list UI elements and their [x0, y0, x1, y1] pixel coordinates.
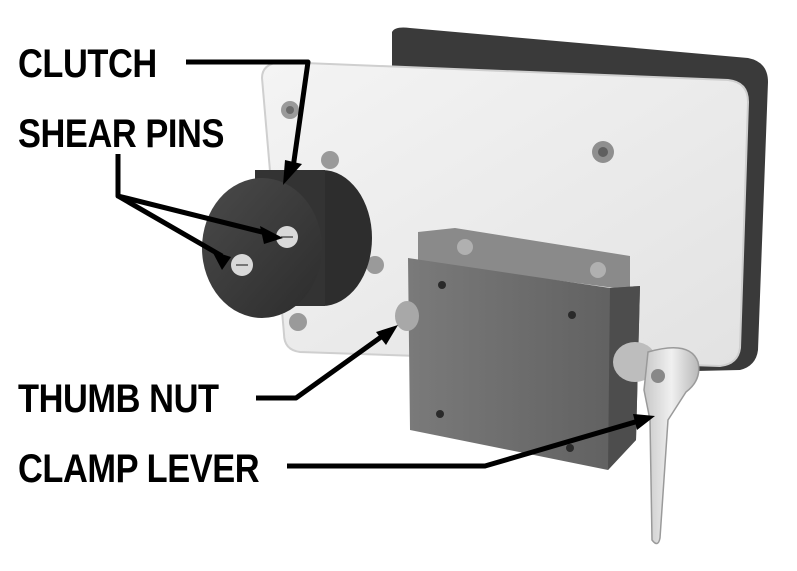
- thumb-nut-label: THUMB NUT: [18, 377, 219, 421]
- screw-icon: [289, 313, 307, 331]
- arrowhead-icon: [212, 251, 231, 270]
- clutch-label: CLUTCH: [18, 42, 157, 86]
- screw-icon: [590, 262, 606, 278]
- clamp-lever-label: CLAMP LEVER: [18, 447, 260, 491]
- arrowhead-icon: [376, 325, 398, 345]
- arrowhead-icon: [633, 414, 655, 430]
- thumb-nut-icon: [395, 301, 419, 331]
- shear-pins-label: SHEAR PINS: [18, 112, 224, 156]
- clutch-leader-line: [186, 59, 311, 169]
- arrowhead-icon: [260, 226, 283, 244]
- callout-arrowheads: [212, 160, 655, 430]
- thumb-nut-leader-line: [256, 329, 390, 401]
- screw-icon: [457, 239, 473, 255]
- screw-icon: [321, 151, 339, 169]
- callout-lines: [115, 59, 643, 469]
- screw-icon: [366, 256, 384, 274]
- clamp-lever: [613, 342, 700, 545]
- shear-pin-leader-line-b: [116, 193, 224, 259]
- clamp-lever-leader-line: [287, 417, 643, 469]
- clutch-knob: [202, 170, 372, 318]
- arrowhead-icon: [283, 160, 302, 185]
